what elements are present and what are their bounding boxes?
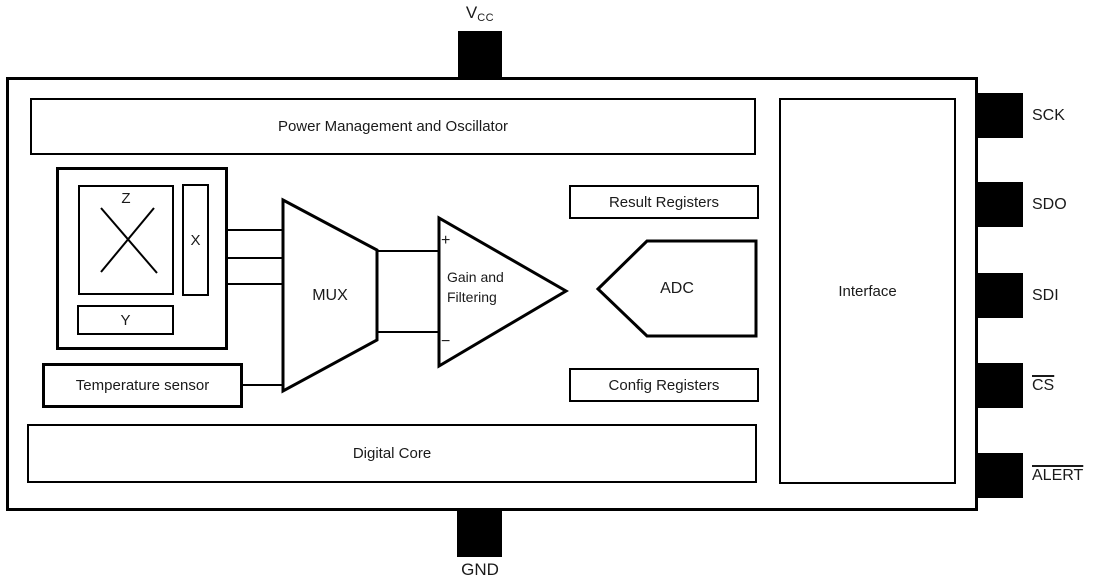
sensor-x-label: X: [190, 231, 201, 249]
temperature-sensor-block: Temperature sensor: [42, 363, 243, 408]
amplifier-plus-label: +: [441, 232, 451, 249]
adc-shape: [595, 239, 758, 338]
block-power-management: Power Management and Oscillator: [30, 98, 756, 155]
power-management-label: Power Management and Oscillator: [277, 118, 509, 135]
temperature-sensor-label: Temperature sensor: [75, 377, 210, 394]
cross-line-2: [100, 207, 155, 273]
pin-label-sck: SCK: [1032, 106, 1065, 124]
mux-shape: [281, 197, 379, 394]
result-registers-label: Result Registers: [608, 193, 720, 211]
gnd-pin-pad: [457, 511, 502, 557]
config-registers-block: Config Registers: [569, 368, 759, 402]
pin-label-sdo: SDO: [1032, 195, 1067, 213]
cross-line-1: [100, 207, 158, 274]
sensor-z-label: Z: [121, 190, 131, 207]
pin-pad-sck: [978, 93, 1023, 138]
adc-label: ADC: [660, 280, 694, 297]
digital-core-block: Digital Core: [27, 424, 757, 483]
amplifier-label-line2: Filtering: [447, 288, 497, 305]
result-registers-block: Result Registers: [569, 185, 759, 219]
sensor-y-label: Y: [120, 311, 131, 329]
pin-pad-cs: [978, 363, 1023, 408]
sensor-z-box: [78, 185, 174, 295]
pin-pad-sdi: [978, 273, 1023, 318]
pin-pad-alert: [978, 453, 1023, 498]
sensor-x-box: X: [182, 184, 209, 296]
amplifier-label: Gain and Filtering: [447, 268, 504, 307]
mux-label: MUX: [312, 287, 348, 304]
pin-label-sdi: SDI: [1032, 286, 1059, 304]
digital-core-label: Digital Core: [352, 445, 432, 462]
pin-pad-sdo: [978, 182, 1023, 227]
amplifier-label-line1: Gain and: [447, 269, 504, 285]
vcc-pin-pad: [458, 31, 502, 77]
amplifier-shape: [437, 215, 569, 369]
interface-block: Interface: [779, 98, 956, 484]
sensor-y-box: Y: [77, 305, 174, 335]
vcc-label-base: V: [465, 3, 478, 22]
chip-outline: [6, 77, 978, 511]
gnd-pin-label: GND: [461, 560, 499, 579]
vcc-label-subscript: CC: [477, 12, 495, 24]
pin-label-cs: CS: [1032, 376, 1055, 394]
interface-label: Interface: [838, 282, 897, 300]
vcc-pin-label: VCC: [440, 3, 520, 24]
pin-label-alert: ALERT: [1032, 466, 1084, 484]
amplifier-minus-label: −: [441, 333, 451, 350]
config-registers-label: Config Registers: [608, 376, 720, 394]
